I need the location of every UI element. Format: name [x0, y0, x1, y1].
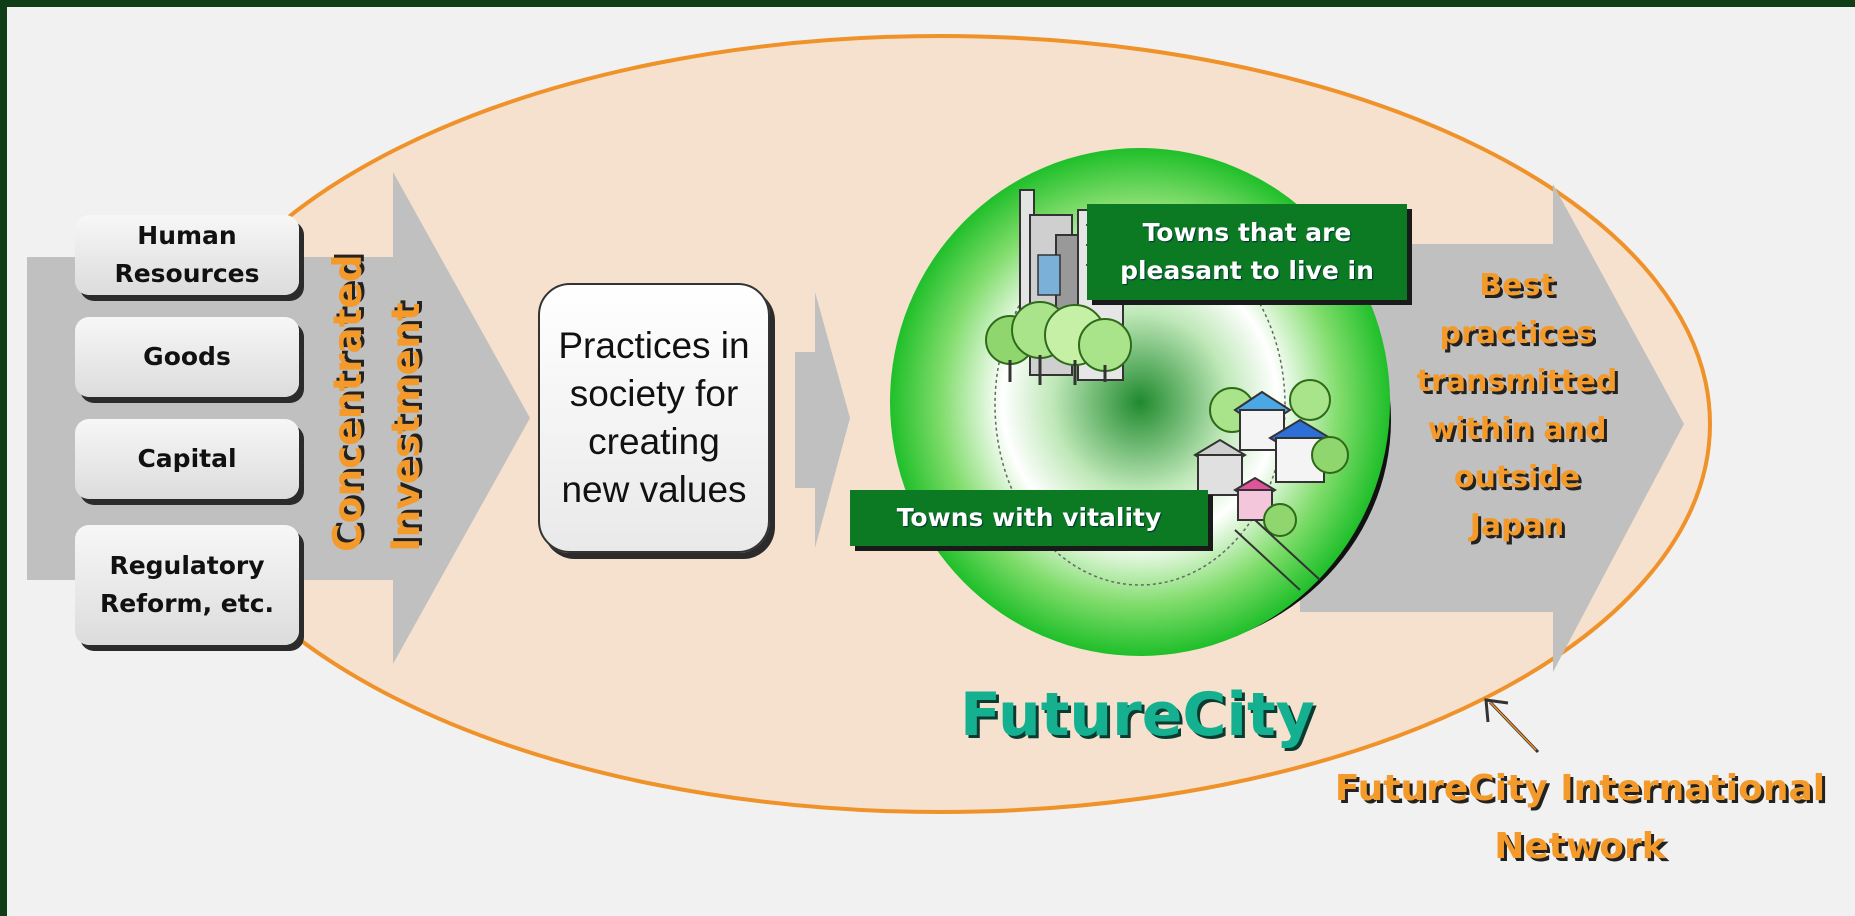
- towns-pleasant-label: Towns that are pleasant to live in: [1120, 218, 1374, 285]
- towns-vitality-label: Towns with vitality: [896, 503, 1162, 532]
- network-label: FutureCity International Network: [1334, 768, 1826, 867]
- resource-regulatory-reform: Regulatory Reform, etc.: [75, 525, 299, 645]
- network-pointer-arrowhead: [1484, 698, 1509, 723]
- resource-label: Goods: [143, 342, 231, 371]
- resource-human-resources: Human Resources: [75, 215, 299, 295]
- towns-pleasant-box: Towns that are pleasant to live in: [1087, 204, 1407, 300]
- towns-vitality-box: Towns with vitality: [850, 490, 1208, 546]
- practices-box: Practices in society for creating new va…: [538, 283, 770, 553]
- resource-label: Capital: [137, 444, 237, 473]
- futurecity-title: FutureCity: [960, 680, 1315, 750]
- houses-icon: [1193, 379, 1349, 591]
- concentrated-label: Concentrated: [326, 254, 371, 552]
- resource-capital: Capital: [75, 419, 299, 499]
- resource-label: Regulatory Reform, etc.: [99, 551, 275, 618]
- practices-label: Practices in society for creating new va…: [558, 325, 750, 510]
- small-arrow: [795, 292, 850, 548]
- city-buildings-icon: [985, 189, 1132, 385]
- transmission-arrow: [1300, 184, 1684, 672]
- best-practices-label: Best practices transmitted within and ou…: [1416, 268, 1618, 543]
- ball-ring: [994, 224, 1286, 586]
- resource-label: Human Resources: [114, 221, 260, 288]
- investment-label: Investment: [384, 302, 429, 552]
- resource-goods: Goods: [75, 317, 299, 397]
